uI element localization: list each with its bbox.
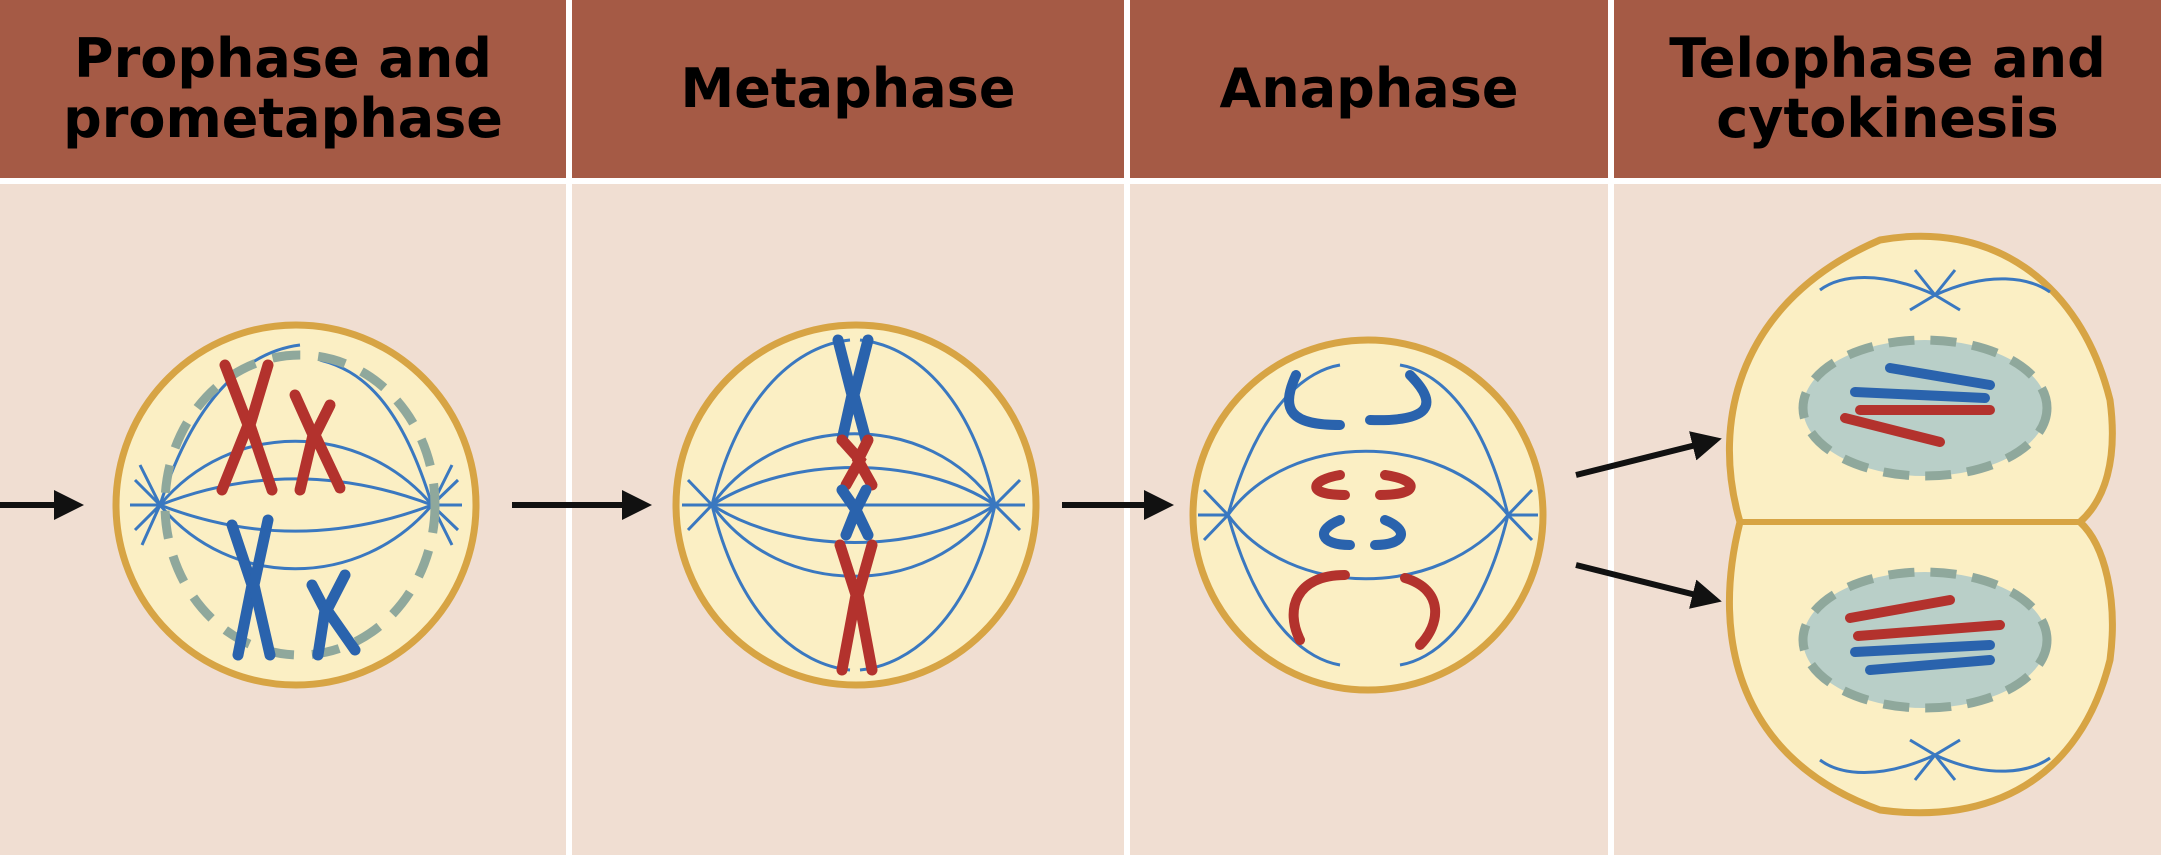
metaphase-cell	[672, 321, 1040, 689]
header-anaphase: Anaphase	[1130, 0, 1608, 178]
prophase-cell	[112, 321, 480, 689]
anaphase-chromosomes	[1284, 370, 1441, 650]
header-telophase: Telophase and cytokinesis	[1614, 0, 2161, 178]
top-daughter-chromosomes	[1840, 363, 1995, 447]
top-daughter-spindle	[1819, 269, 2051, 312]
metaphase-chromosomes	[832, 334, 878, 676]
stage-label-prophase: Prophase and prometaphase	[63, 27, 503, 150]
stage-label-anaphase: Anaphase	[1219, 57, 1519, 120]
bottom-daughter-spindle	[1819, 738, 2051, 781]
header-metaphase: Metaphase	[572, 0, 1124, 178]
prophase-red-chromosomes	[216, 359, 346, 496]
prophase-nuclear-envelope	[160, 350, 440, 660]
arrow-anaphase-to-bottom-daughter	[1575, 562, 1722, 609]
bottom-daughter-chromosomes	[1845, 595, 2005, 675]
arrow-anaphase-to-top-daughter	[1575, 431, 1722, 478]
prophase-blue-chromosomes	[226, 514, 361, 661]
header-prophase: Prophase and prometaphase	[0, 0, 566, 178]
telophase-cells	[1726, 232, 2116, 817]
stage-label-metaphase: Metaphase	[680, 57, 1016, 120]
bottom-daughter-nucleus	[1798, 567, 2052, 713]
anaphase-cell	[1189, 336, 1547, 694]
stage-label-telophase: Telophase and cytokinesis	[1669, 27, 2106, 150]
